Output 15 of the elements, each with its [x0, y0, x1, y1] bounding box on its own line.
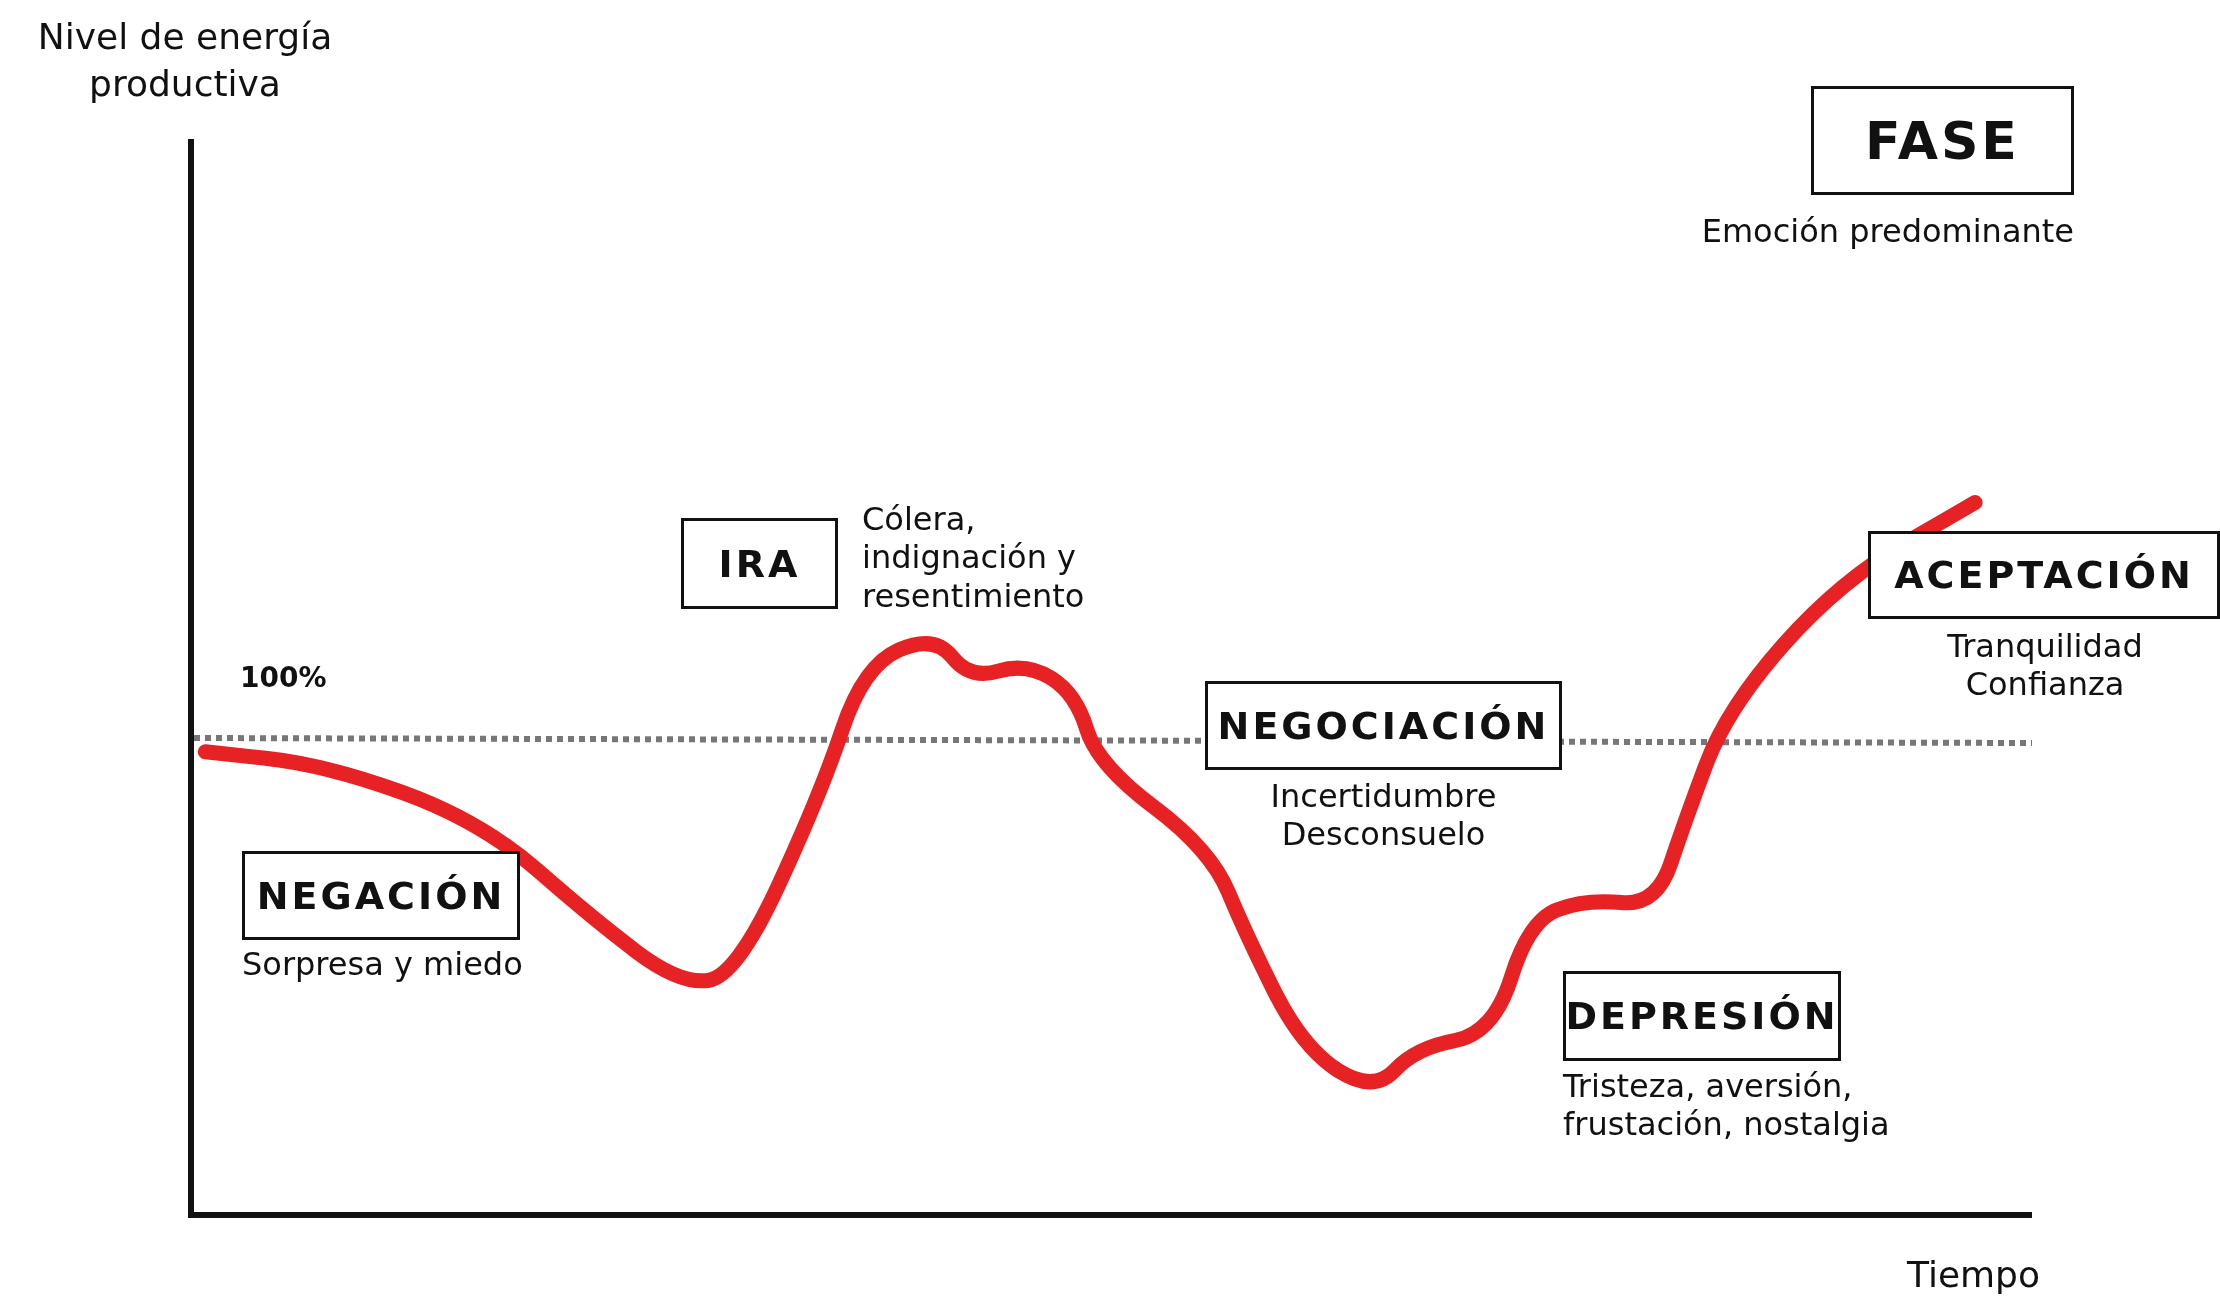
emotion-key-text: Emoción predominante	[1700, 212, 2074, 251]
axis-title: Tiempo	[1906, 1253, 2040, 1297]
emotion-text: Sorpresa y miedo	[242, 945, 524, 984]
stage-box: DEPRESIÓN	[1563, 971, 1841, 1061]
stage-box: IRA	[681, 518, 838, 609]
phase-key-box: FASE	[1811, 86, 2074, 195]
emotion-text: Tranquilidad Confianza	[1946, 627, 2144, 704]
stage-box: NEGACIÓN	[242, 851, 520, 940]
stage-box: ACEPTACIÓN	[1868, 531, 2220, 619]
emotion-text: Cólera, indignación y resentimiento	[862, 500, 1086, 616]
emotion-text: Incertidumbre Desconsuelo	[1269, 777, 1498, 854]
emotion-text: Tristeza, aversión, frustación, nostalgia	[1563, 1067, 1891, 1144]
axis-title: Nivel de energía productiva	[36, 15, 334, 106]
stage-box: NEGOCIACIÓN	[1205, 681, 1562, 770]
axis-tick-label: 100%	[240, 660, 328, 696]
